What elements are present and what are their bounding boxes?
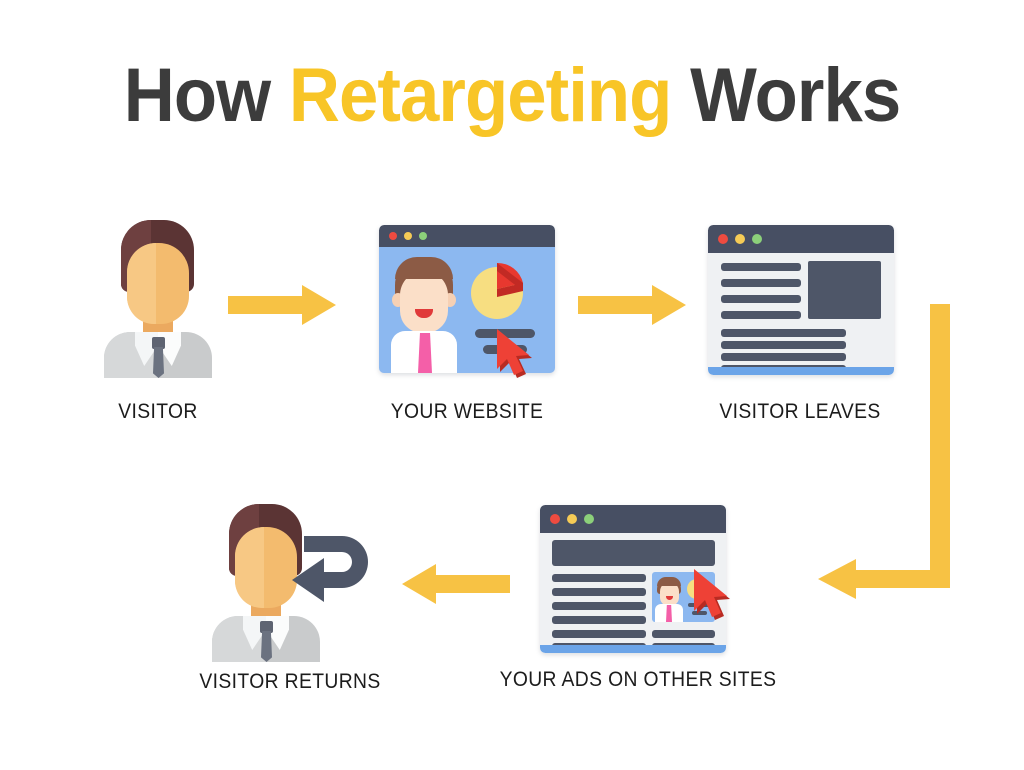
browser-window-website-icon — [379, 225, 555, 373]
browser-title-bar — [379, 225, 555, 247]
page-title: How Retargeting Works — [36, 56, 988, 136]
step-visitor: VISITOR — [78, 220, 238, 430]
ad-person-fringe — [657, 577, 681, 586]
website-text-bar-1 — [475, 329, 535, 338]
browser-maximize-dot-icon-3[interactable] — [584, 514, 594, 524]
article-image-block — [808, 261, 881, 319]
mouse-cursor-icon-2 — [691, 568, 739, 622]
other-site-text-line-5 — [552, 630, 646, 638]
person-avatar-icon — [104, 220, 212, 378]
website-person-fringe — [395, 257, 453, 279]
website-person-mouth — [415, 309, 433, 318]
arrow-elbow-down-left-icon — [812, 300, 952, 600]
step-label-visitor-returns: VISITOR RETURNS — [199, 670, 381, 693]
avatar-tie-2 — [261, 631, 272, 662]
avatar-tie — [153, 347, 164, 378]
step-your-website: YOUR WEBSITE — [372, 220, 562, 430]
browser-close-dot-icon[interactable] — [389, 232, 397, 240]
article-text-line-7 — [721, 353, 846, 361]
browser-close-dot-icon-2[interactable] — [718, 234, 728, 244]
browser-minimize-dot-icon-3[interactable] — [567, 514, 577, 524]
article-text-line-4 — [721, 311, 801, 319]
avatar-tie-knot-2 — [260, 621, 273, 633]
article-text-line-2 — [721, 279, 801, 287]
title-word-works: Works — [690, 53, 901, 138]
arrow-right-icon — [228, 283, 338, 327]
mouse-cursor-icon — [494, 328, 542, 380]
ad-person-face — [660, 582, 679, 606]
step-label-your-ads: YOUR ADS ON OTHER SITES — [499, 668, 777, 691]
website-person-illustration — [387, 257, 463, 373]
step-label-your-website: YOUR WEBSITE — [390, 400, 544, 423]
article-text-line-1 — [721, 263, 801, 271]
article-text-line-6 — [721, 341, 846, 349]
browser-title-bar-2 — [708, 225, 894, 253]
browser-maximize-dot-icon[interactable] — [419, 232, 427, 240]
other-site-text-line-6 — [652, 630, 715, 638]
title-word-how: How — [123, 53, 271, 138]
browser-minimize-dot-icon[interactable] — [404, 232, 412, 240]
browser-window-article-icon — [708, 225, 894, 375]
other-site-text-line-2 — [552, 588, 646, 596]
browser-maximize-dot-icon-2[interactable] — [752, 234, 762, 244]
avatar-face-highlight — [127, 243, 156, 324]
browser-minimize-dot-icon-2[interactable] — [735, 234, 745, 244]
browser-footer-bar-2 — [540, 645, 726, 653]
article-text-line-3 — [721, 295, 801, 303]
arrow-left-icon — [398, 561, 510, 607]
step-visitor-leaves: VISITOR LEAVES — [702, 220, 898, 430]
title-word-retargeting: Retargeting — [288, 53, 672, 138]
browser-footer-bar — [708, 367, 894, 375]
browser-close-dot-icon-3[interactable] — [550, 514, 560, 524]
other-site-banner-block — [552, 540, 715, 566]
avatar-tie-knot — [152, 337, 165, 349]
article-text-line-5 — [721, 329, 846, 337]
step-your-ads-on-other-sites: YOUR ADS ON OTHER SITES — [500, 500, 776, 710]
step-label-visitor-leaves: VISITOR LEAVES — [719, 400, 881, 423]
website-person-tie — [418, 333, 432, 373]
website-page-content — [379, 247, 555, 373]
arrow-right-icon-2 — [578, 283, 688, 327]
return-loop-arrow-icon — [284, 526, 376, 610]
step-label-visitor: VISITOR — [118, 400, 198, 423]
ad-text-bar-2 — [692, 611, 707, 615]
other-site-text-line-3 — [552, 602, 646, 610]
ad-person-mouth — [666, 596, 673, 600]
avatar-face-highlight-2 — [235, 527, 264, 608]
other-site-text-line-1 — [552, 574, 646, 582]
website-person-face — [400, 271, 448, 333]
website-pie-chart-icon — [471, 261, 533, 319]
step-visitor-returns: VISITOR RETURNS — [190, 498, 390, 708]
browser-title-bar-3 — [540, 505, 726, 533]
ad-person-tie — [666, 605, 672, 622]
other-site-text-line-4 — [552, 616, 646, 624]
